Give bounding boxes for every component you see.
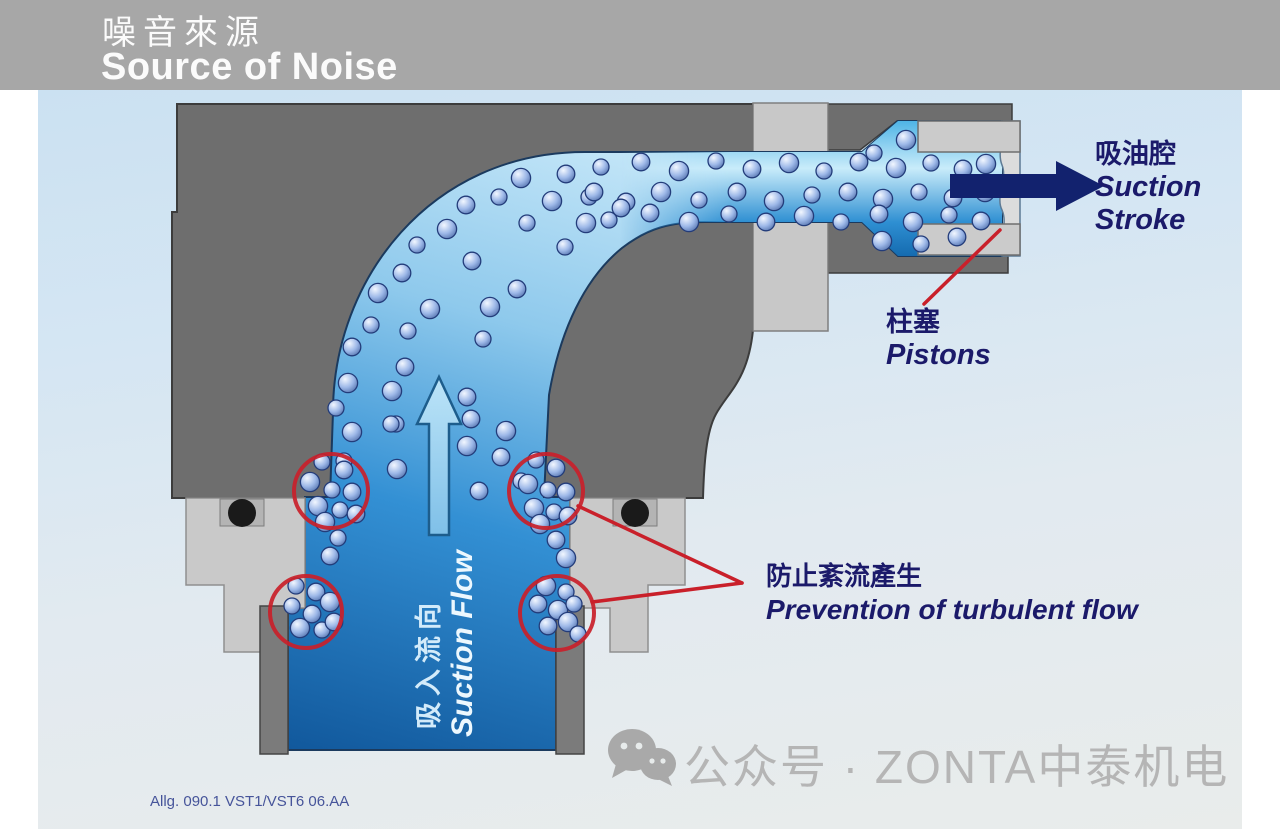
slide-header: 噪音來源 Source of Noise [0, 0, 1280, 90]
piston-rod-bottom [917, 223, 1021, 256]
label-pistons-en: Pistons [886, 339, 991, 371]
label-turbulence: 防止紊流產生 Prevention of turbulent flow [766, 560, 1138, 626]
suction-flow-arrow [415, 374, 463, 537]
label-pistons-zh: 柱塞 [886, 307, 940, 337]
watermark-text: 公众号 · ZONTA中泰机电 [684, 741, 1230, 793]
turbulence-highlight-circles [268, 452, 596, 652]
label-flow-en: Suction Flow [446, 550, 479, 737]
air-bubbles [283, 129, 997, 643]
label-flow-zh: 吸入流向 [414, 597, 444, 729]
label-suction-stroke: 吸油腔 Suction Stroke [1095, 138, 1201, 237]
piston-rod-top [917, 120, 1021, 153]
label-turbulence-zh: 防止紊流產生 [766, 561, 923, 591]
seal-left [228, 499, 256, 527]
seal-right [621, 499, 649, 527]
page-title-en: Source of Noise [101, 46, 398, 88]
page-title-zh: 噪音來源 [102, 14, 266, 52]
pointer-lines [576, 228, 1002, 604]
label-suction-stroke-zh: 吸油腔 [1095, 139, 1176, 169]
label-suction-stroke-en1: Suction [1095, 171, 1202, 203]
label-pistons: 柱塞 Pistons [886, 306, 991, 372]
label-suction-stroke-en2: Stroke [1095, 204, 1186, 236]
wechat-icon [608, 729, 676, 786]
doc-reference: Allg. 090.1 VST1/VST6 06.AA [150, 793, 350, 810]
label-turbulence-en: Prevention of turbulent flow [766, 594, 1138, 625]
suction-stroke-arrow [950, 161, 1104, 211]
